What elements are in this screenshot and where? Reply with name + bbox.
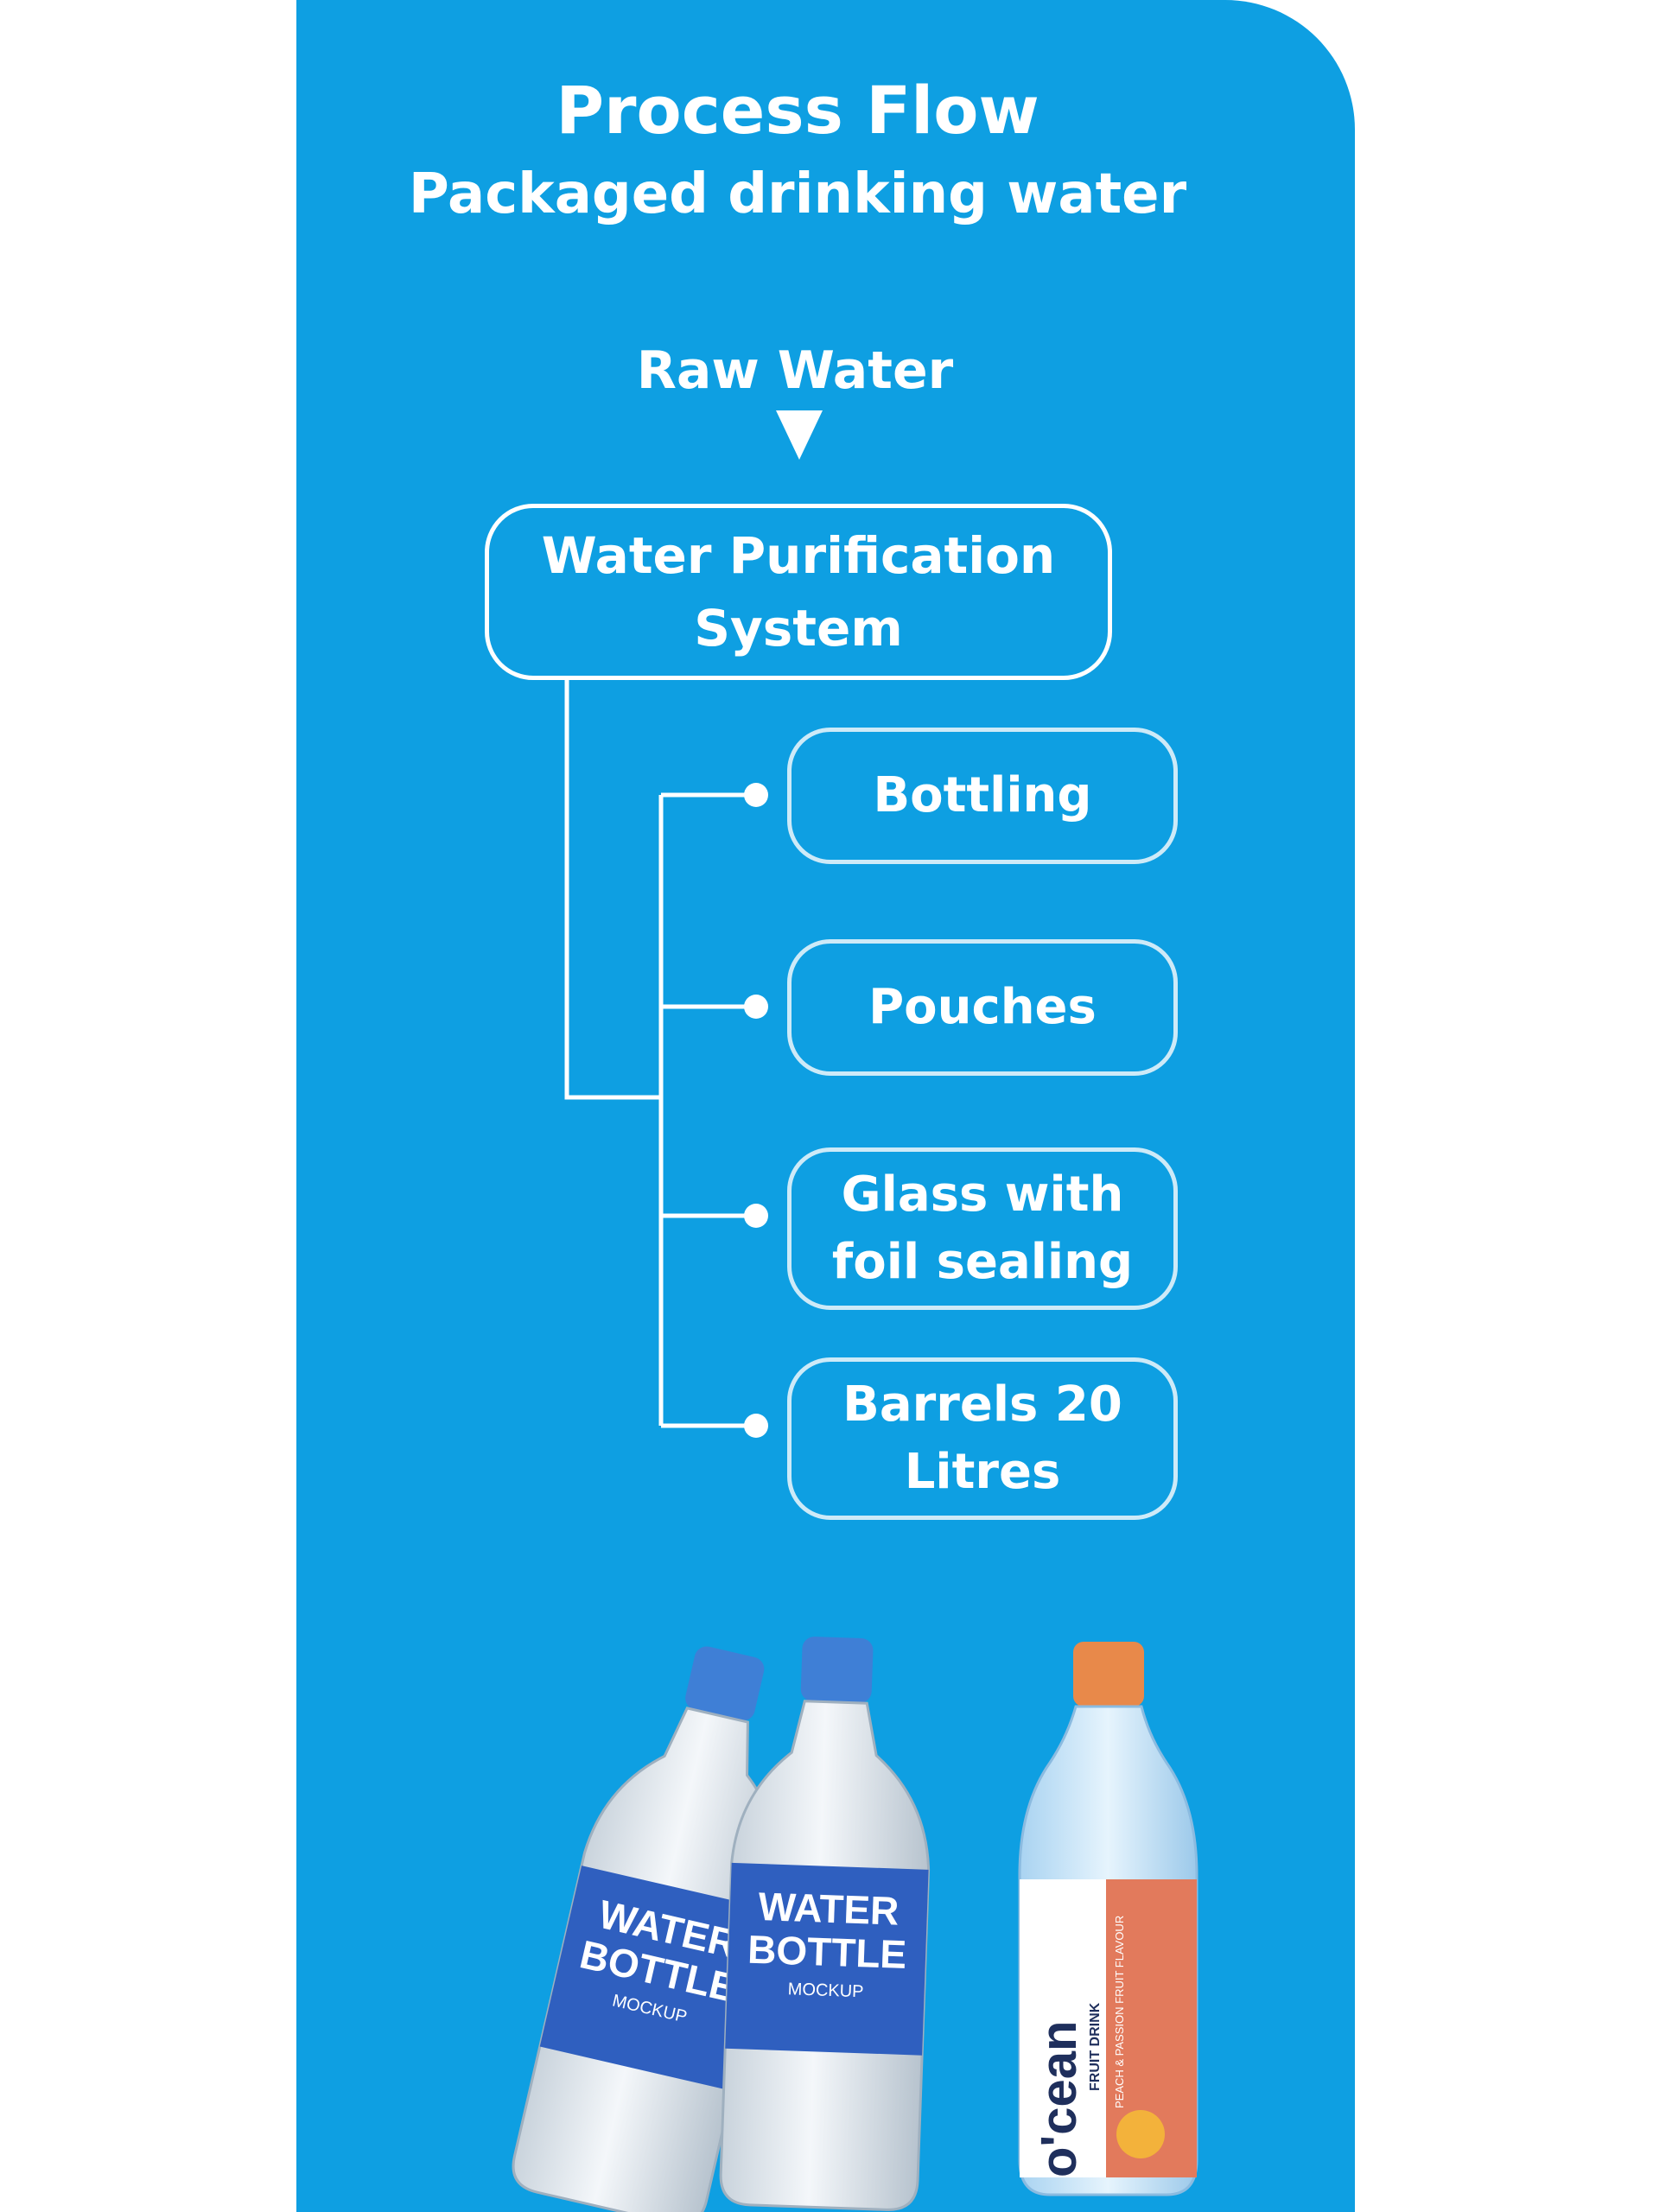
peach-icon [1116, 2110, 1165, 2158]
ocean-bottle: o'cean FRUIT DRINK PEACH & PASSION FRUIT… [1018, 1642, 1198, 2196]
dot-icon [744, 783, 768, 807]
down-arrow-icon [776, 410, 823, 460]
ocean-brand: o'cean [1031, 2021, 1087, 2177]
bottle-label-line3: MOCKUP [787, 1980, 864, 2001]
bottle-label-line1: WATER [758, 1884, 900, 1934]
bottle-label-line2: BOTTLE [747, 1927, 907, 1977]
dot-icon [744, 1204, 768, 1228]
water-bottle-1: WATER BOTTLE MOCKUP [512, 1646, 780, 2212]
bottle-cap [685, 1646, 765, 1721]
output-pouches: Pouches [787, 939, 1178, 1076]
output-glass-foil-sealing: Glass with foil sealing [787, 1147, 1178, 1310]
output-barrels: Barrels 20 Litres [787, 1357, 1178, 1520]
page-title: Process Flow [556, 72, 1039, 149]
bottle-cap [1073, 1642, 1144, 1707]
water-bottle-2: WATER BOTTLE MOCKUP [719, 1637, 931, 2211]
raw-water-label: Raw Water [636, 340, 954, 401]
purification-system-box: Water Purification System [485, 504, 1112, 680]
dot-icon [744, 995, 768, 1019]
page-subtitle: Packaged drinking water [408, 162, 1187, 226]
bottle-cap [800, 1637, 874, 1703]
output-bottling: Bottling [787, 728, 1178, 864]
dot-icon [744, 1414, 768, 1438]
ocean-flavour: PEACH & PASSION FRUIT FLAVOUR [1113, 1916, 1126, 2108]
main-connector [564, 680, 661, 1100]
ocean-sub: FRUIT DRINK [1088, 2002, 1103, 2091]
